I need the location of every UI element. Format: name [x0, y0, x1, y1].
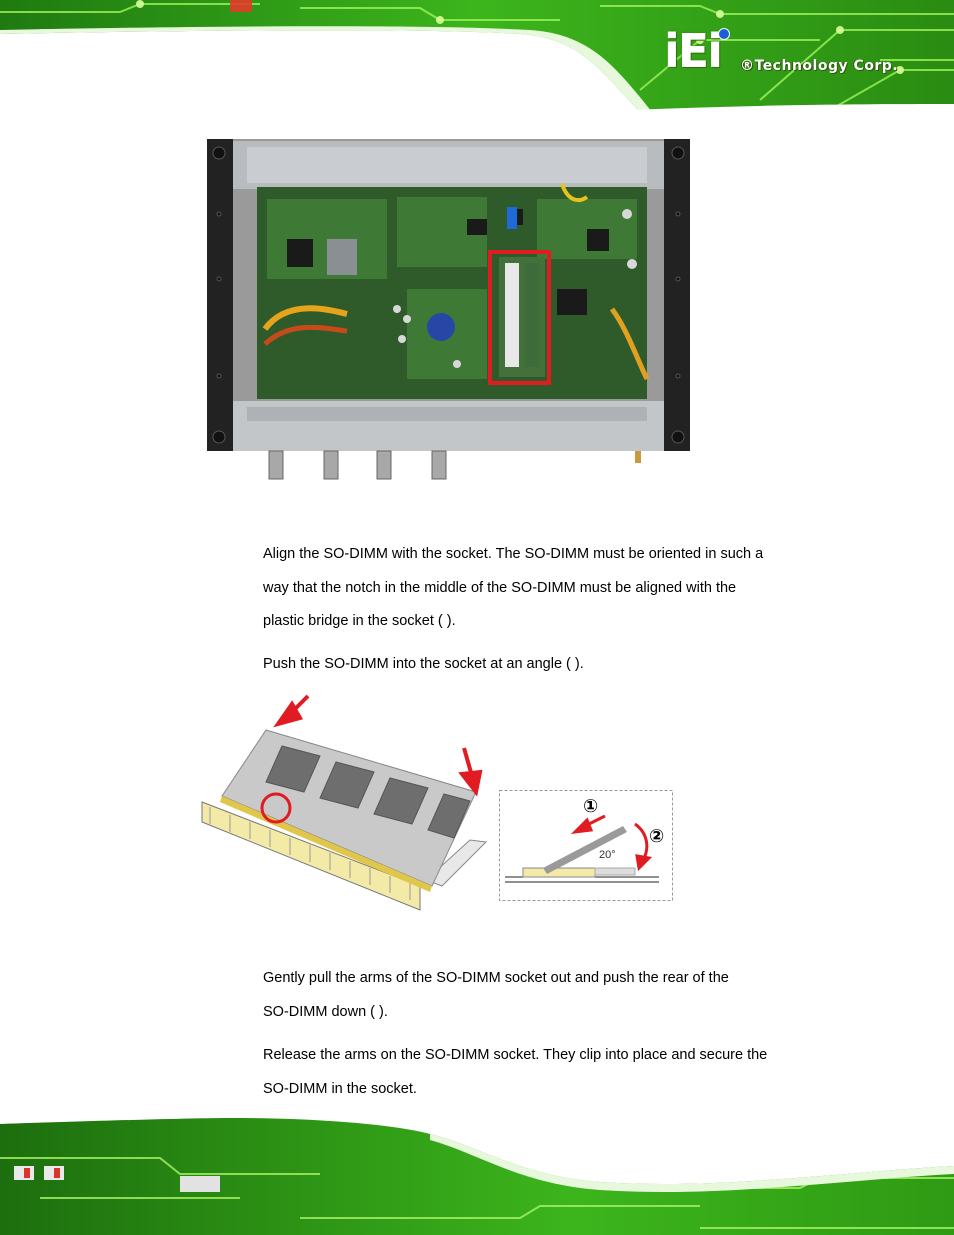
page-header: iEi ®Technology Corp. — [0, 0, 954, 112]
so-dimm-insertion-diagram — [201, 694, 488, 911]
step2-marker: ② — [649, 826, 665, 847]
step-release-text-line1: Release the arms on the SO-DIMM socket. … — [263, 1047, 768, 1063]
page-footer — [0, 1118, 954, 1235]
step-pull-text-line1: Gently pull the arms of the SO-DIMM sock… — [263, 970, 729, 986]
footer-pcb-graphic — [0, 1118, 954, 1235]
motherboard-photo — [207, 139, 690, 480]
insert-arrow-icons — [273, 694, 483, 797]
step-push-text: Push the SO-DIMM into the socket at an a… — [263, 656, 584, 672]
logo-dot-icon — [718, 28, 730, 40]
logo-text: ®Technology Corp. — [740, 58, 899, 74]
notch-highlight-circle — [260, 792, 292, 824]
step-pull-text-line2: SO-DIMM down ( ). — [263, 1004, 388, 1020]
logo-mark: iEi — [664, 24, 723, 78]
insertion-angle-diagram: ① ② 20° — [499, 790, 673, 901]
company-logo: iEi ®Technology Corp. — [664, 28, 924, 80]
step-release-text-line2: SO-DIMM in the socket. — [263, 1081, 417, 1097]
dimm-highlight-box — [488, 250, 551, 385]
header-pcb-graphic — [0, 0, 954, 112]
step1-marker: ① — [583, 796, 599, 817]
step-align-text-line2: way that the notch in the middle of the … — [263, 580, 737, 596]
step-align-text-line3: plastic bridge in the socket ( ). — [263, 613, 456, 629]
angle-label: 20° — [599, 849, 616, 861]
step-align-text-line1: Align the SO-DIMM with the socket. The S… — [263, 546, 764, 562]
